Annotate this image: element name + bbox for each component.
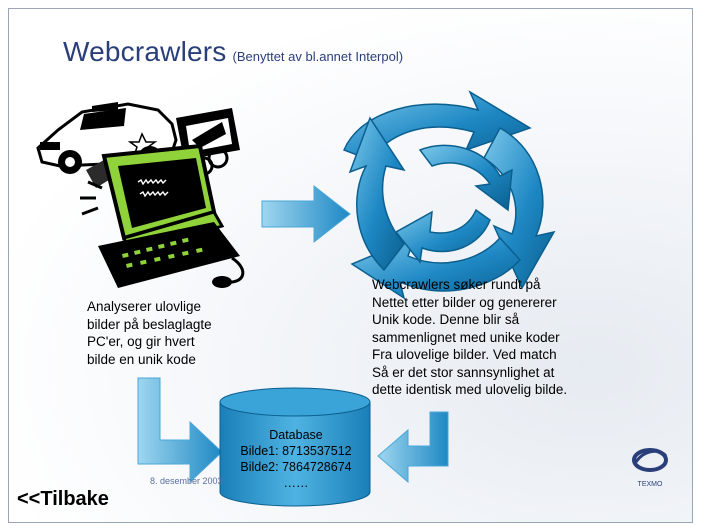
slide-date: 8. desember 2003 xyxy=(150,476,223,486)
bent-arrow-right xyxy=(377,411,449,484)
database-cylinder-icon xyxy=(219,387,371,507)
right-description: Webcrawlers søker rundt på Nettet etter … xyxy=(372,277,568,397)
title-main: Webcrawlers xyxy=(63,36,227,67)
database-text: Database Bilde1: 8713537512 Bilde2: 7864… xyxy=(226,427,366,491)
logo-text: TEXMO xyxy=(638,481,663,488)
database-row: Bilde1: 8713537512 xyxy=(240,444,352,458)
title-sub: (Benyttet av bl.annet Interpol) xyxy=(232,49,404,64)
computer-icon xyxy=(80,143,245,288)
bent-arrow-left xyxy=(137,377,223,484)
database-row: Bilde2: 7864728674 xyxy=(240,460,352,474)
company-logo: TEXMO xyxy=(632,448,668,488)
slide-title: Webcrawlers (Benyttet av bl.annet Interpo… xyxy=(63,36,403,68)
back-link[interactable]: <<Tilbake xyxy=(17,488,109,510)
left-description: Analyserer ulovlige bilder på beslaglagt… xyxy=(87,299,212,367)
swirl-arrows xyxy=(343,90,556,300)
database-row: …… xyxy=(283,476,309,490)
database-label: Database xyxy=(269,428,323,442)
right-arrow xyxy=(261,184,351,244)
